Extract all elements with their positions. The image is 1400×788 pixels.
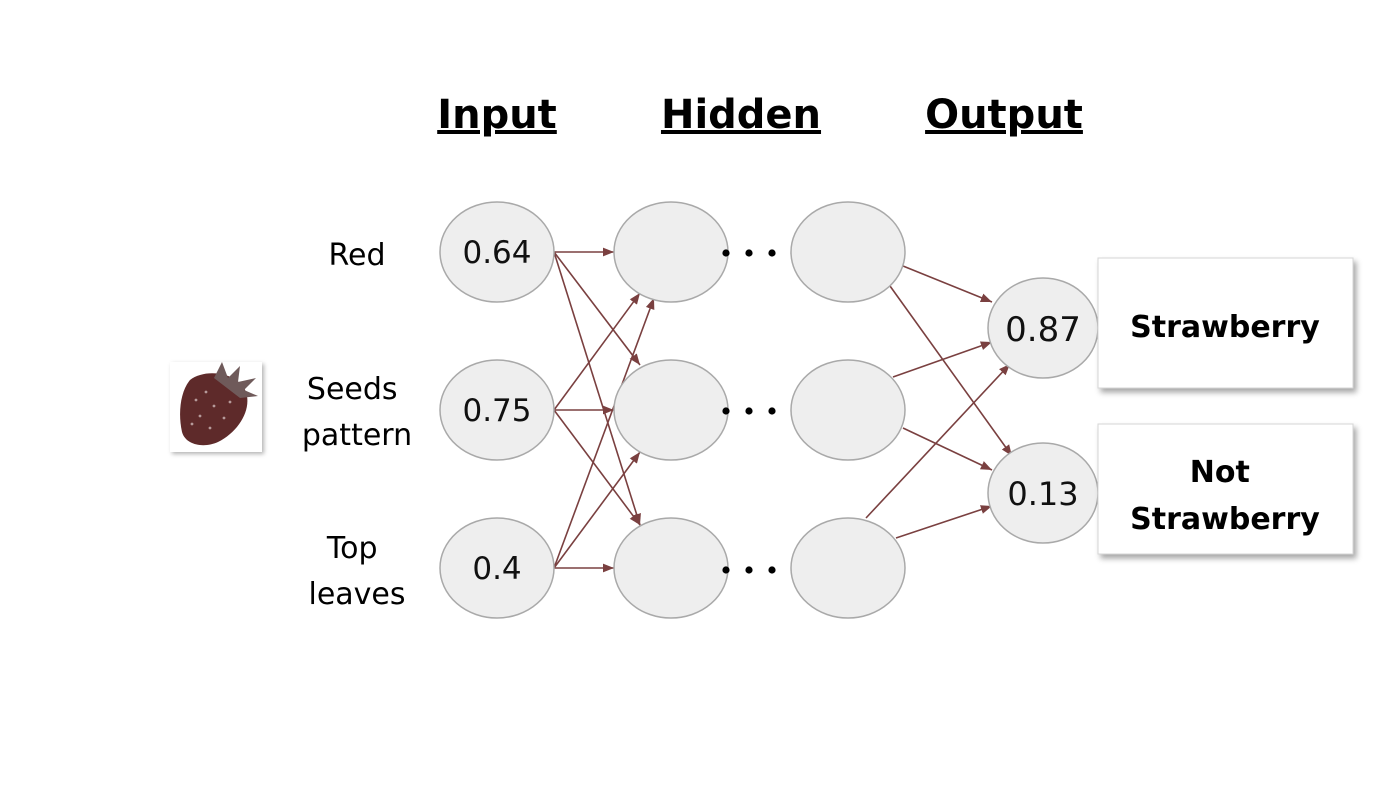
edge-input0-hidden1 xyxy=(553,251,641,366)
hidden-node xyxy=(790,517,906,619)
edge-hidden1-output1 xyxy=(902,427,993,471)
output-layer: 0.87 0.13 xyxy=(987,277,1099,544)
edge-hidden2-output1 xyxy=(895,505,993,539)
input-value-top-leaves: 0.4 xyxy=(472,551,521,587)
header-input: Input xyxy=(437,92,557,138)
input-node-top-leaves xyxy=(439,517,555,619)
input-node-seeds-pattern xyxy=(439,359,555,461)
input-value-red: 0.64 xyxy=(462,235,531,271)
feature-label-seeds-pattern: Seeds pattern xyxy=(302,372,412,453)
output-label-strawberry: Strawberry xyxy=(1130,310,1320,345)
output-value-not-strawberry: 0.13 xyxy=(1007,475,1078,513)
edge-hidden0-output1 xyxy=(889,285,1013,457)
input-node-red xyxy=(439,201,555,303)
hidden-node xyxy=(613,201,729,303)
output-box-not-strawberry xyxy=(1097,423,1354,555)
input-layer: 0.64 0.75 0.4 xyxy=(439,201,555,619)
output-value-strawberry: 0.87 xyxy=(1005,310,1081,350)
hidden-layer-ellipsis xyxy=(722,249,798,574)
hidden-node xyxy=(613,359,729,461)
hidden-node xyxy=(790,359,906,461)
output-label-not-strawberry: Not Strawberry xyxy=(1130,455,1320,537)
edge-input1-hidden0 xyxy=(553,292,641,411)
hidden-to-output-edges xyxy=(865,265,1013,539)
output-box-strawberry xyxy=(1097,257,1354,389)
header-output: Output xyxy=(925,92,1083,138)
header-hidden: Hidden xyxy=(661,92,821,138)
hidden-layer-last xyxy=(790,201,906,619)
edge-hidden0-output0 xyxy=(902,265,993,303)
output-label-boxes: Strawberry Not Strawberry xyxy=(1097,257,1354,555)
edge-input1-hidden2 xyxy=(553,409,641,526)
edge-input0-hidden2 xyxy=(553,251,641,526)
hidden-layer-first xyxy=(613,201,729,619)
hidden-node xyxy=(790,201,906,303)
feature-label-top-leaves: Top leaves xyxy=(308,531,405,612)
input-value-seeds-pattern: 0.75 xyxy=(462,393,531,429)
input-to-hidden-edges xyxy=(553,247,655,573)
strawberry-icon xyxy=(170,362,262,452)
hidden-node xyxy=(613,517,729,619)
edge-hidden1-output0 xyxy=(892,341,993,378)
edge-input2-hidden0 xyxy=(553,297,655,569)
feature-label-red: Red xyxy=(329,238,386,273)
edge-hidden2-output0 xyxy=(865,363,1011,519)
edge-input2-hidden1 xyxy=(553,451,641,569)
